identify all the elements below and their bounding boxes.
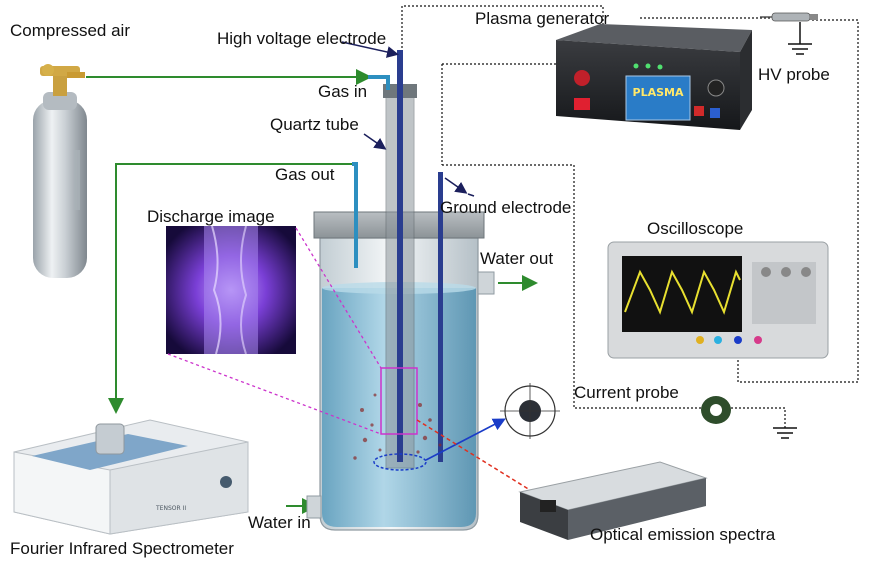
electrode-end-marker: [373, 453, 427, 471]
ground-symbol-current: [773, 427, 797, 439]
gas-cylinder: [33, 64, 87, 278]
label-water-out: Water out: [480, 249, 554, 268]
current-probe: [701, 396, 731, 424]
plasma-screen-text: PLASMA: [633, 86, 684, 99]
cross-section-icon: [500, 383, 560, 439]
ftir-spectrometer: TENSOR II: [13, 419, 249, 535]
discharge-link-lines: [167, 227, 382, 435]
hv-electrode: [397, 50, 403, 462]
label-compressed-air: Compressed air: [10, 21, 130, 40]
gas-in-tube: [368, 75, 390, 90]
hv-probe: [760, 12, 818, 22]
label-quartz-tube: Quartz tube: [270, 115, 359, 134]
label-ground-electrode: Ground electrode: [440, 198, 572, 217]
oscilloscope-waveform: [624, 269, 741, 315]
label-optical-emission-spectra: Optical emission spectra: [590, 525, 776, 544]
knob-icon: [707, 79, 725, 97]
ground-symbol-hv: [788, 22, 812, 55]
label-water-in: Water in: [248, 513, 311, 532]
cross-section-arrow: [425, 418, 506, 461]
water-in-port: [306, 495, 322, 519]
signal-wires: [401, 5, 859, 428]
label-gas-out: Gas out: [275, 165, 335, 184]
oscilloscope: [607, 241, 829, 359]
plasma-generator: PLASMA: [556, 24, 752, 130]
spectrometer-brand: TENSOR II: [155, 505, 186, 512]
gas-lines: [86, 69, 538, 514]
optical-spectrometer: [518, 461, 708, 540]
ground-electrode: [438, 172, 443, 462]
oscilloscope-screen: [622, 256, 742, 332]
bubbles: [353, 393, 442, 460]
gas-out-tube: [352, 162, 358, 268]
water-out-port: [477, 271, 495, 295]
label-current-probe: Current probe: [574, 383, 679, 402]
emergency-stop-icon: [574, 70, 590, 86]
label-discharge-image: Discharge image: [147, 207, 275, 226]
label-gas-in: Gas in: [318, 82, 368, 101]
discharge-image: [166, 225, 296, 355]
reactor-vessel: [306, 50, 495, 531]
gas-exhaust-line: [108, 163, 352, 414]
optical-link-line: [416, 419, 539, 496]
label-high-voltage-electrode: High voltage electrode: [217, 29, 387, 48]
label-oscilloscope: Oscilloscope: [647, 219, 744, 238]
label-hv-probe: HV probe: [758, 65, 830, 84]
discharge-zone-marker: [380, 367, 418, 435]
label-plasma-generator: Plasma generator: [475, 9, 610, 28]
plasma-screen: [625, 75, 691, 121]
label-fourier-infrared-spectrometer: Fourier Infrared Spectrometer: [10, 539, 234, 558]
pointer-arrows: [341, 41, 475, 197]
